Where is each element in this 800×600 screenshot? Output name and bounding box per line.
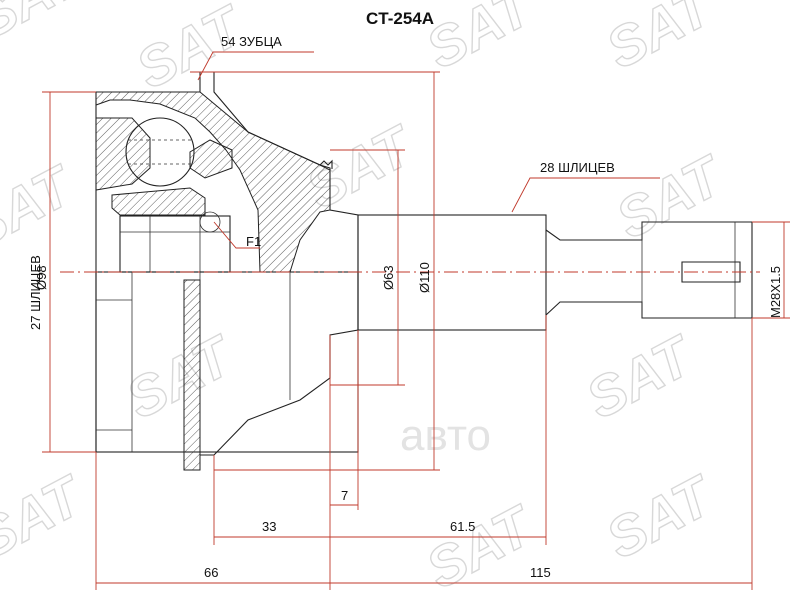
thread-label: M28X1.5 <box>768 266 783 318</box>
watermark-brand: SAT <box>596 0 725 81</box>
watermark-brand: SAT <box>116 322 245 431</box>
dim-115: 115 <box>530 565 551 580</box>
joint-housing <box>95 71 359 471</box>
watermark-logo-text: авто <box>400 411 491 460</box>
inner-splines-label: 27 ШЛИЦЕВ <box>28 255 43 330</box>
d110-label: Ø110 <box>417 262 432 293</box>
watermark-brand: SAT <box>606 142 735 251</box>
teeth-label: 54 ЗУБЦА <box>221 34 282 49</box>
dim-66: 66 <box>204 565 218 580</box>
dim-61-5: 61.5 <box>450 519 475 534</box>
watermark-brand: SAT <box>416 492 545 600</box>
watermark-brand: SAT <box>416 0 545 81</box>
dim-7: 7 <box>341 488 348 503</box>
d98-text: Ø98 <box>34 265 49 290</box>
abs-ring <box>183 279 201 471</box>
watermark-brand: SAT <box>596 462 725 571</box>
watermark-brand: SAT <box>0 462 95 571</box>
f1-label: F1 <box>246 234 261 249</box>
outer-splines-label: 28 ШЛИЦЕВ <box>540 160 615 175</box>
dimension-lines <box>42 51 790 590</box>
watermark-brand: SAT <box>0 152 85 261</box>
watermark-brand: SAT <box>0 0 95 51</box>
stub-shaft <box>357 214 753 331</box>
watermark-brand: SAT <box>576 322 705 431</box>
watermark-brand: SAT <box>126 0 255 101</box>
part-title: CT-254A <box>366 9 434 28</box>
dim-33: 33 <box>262 519 276 534</box>
d63-label: Ø63 <box>381 265 396 290</box>
